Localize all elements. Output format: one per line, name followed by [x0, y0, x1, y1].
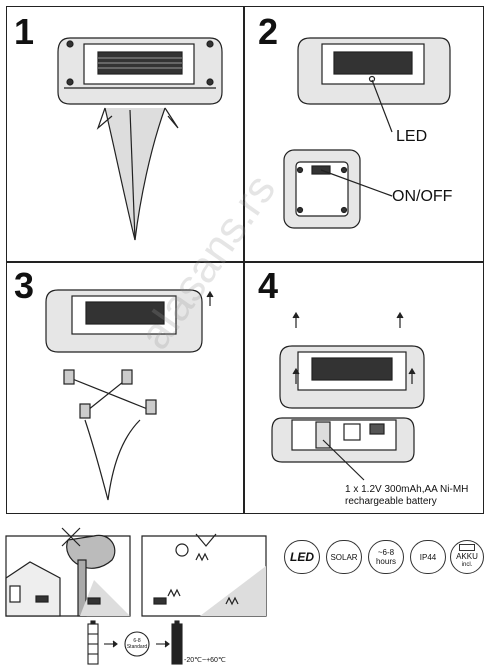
charge-time-condition: Standard: [126, 644, 148, 650]
grid-divider-vertical: [243, 6, 245, 514]
battery-icon: [458, 544, 475, 551]
step-number-4: 4: [258, 265, 279, 306]
led-callout-label: LED: [396, 128, 428, 145]
step-number-1: 1: [14, 11, 35, 52]
step-number-3: 3: [14, 265, 35, 306]
instruction-grid: [6, 6, 484, 514]
onoff-callout-label: ON/OFF: [392, 188, 453, 205]
charge-time-value: 6-8: [133, 638, 141, 644]
grid-divider-horizontal: [6, 261, 484, 263]
hours-badge-bottom: hours: [375, 557, 396, 566]
akku-badge-top: AKKU: [456, 552, 478, 561]
battery-spec-line-2: rechargeable battery: [345, 496, 437, 507]
battery-spec-line-1: 1 x 1.2V 300mAh,AA Ni-MH: [345, 484, 469, 495]
led-badge: LED: [284, 540, 320, 574]
hours-badge-top: ~6-8: [377, 548, 395, 557]
akku-badge: AKKU incl.: [450, 540, 484, 574]
temperature-range: -20℃~+60℃: [184, 657, 226, 664]
solar-badge: SOLAR: [326, 540, 362, 574]
step-number-2: 2: [258, 11, 279, 52]
ip-rating-badge: IP44: [410, 540, 446, 574]
akku-badge-bottom: incl.: [461, 562, 473, 568]
